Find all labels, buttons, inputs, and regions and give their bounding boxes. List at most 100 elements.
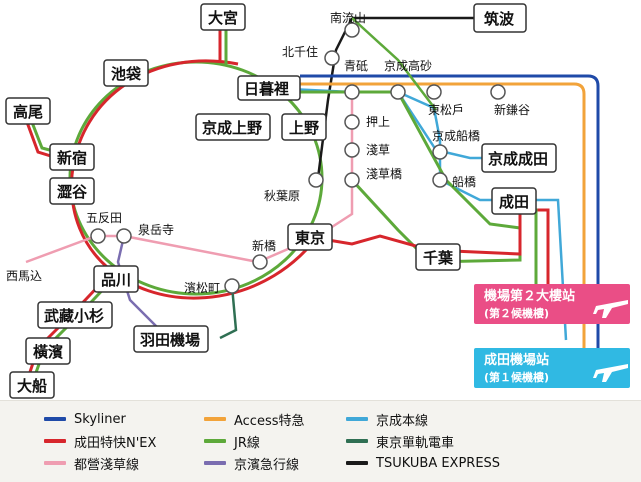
station-haneda[interactable]: 羽田機場 <box>133 325 209 353</box>
station-dot-keisei-takasago[interactable] <box>390 84 406 100</box>
station-dot-kitasenju[interactable] <box>324 50 340 66</box>
label-higashimatsudo: 東松戶 <box>428 103 464 117</box>
station-omiya[interactable]: 大宮 <box>200 3 246 31</box>
legend-swatch <box>44 461 66 465</box>
legend-item-skyliner: Skyliner <box>44 409 126 429</box>
label-asakusa: 淺草 <box>366 143 390 157</box>
station-ofuna[interactable]: 大船 <box>9 371 55 399</box>
legend-swatch <box>346 439 368 443</box>
legend-label: 京濱急行線 <box>234 457 300 473</box>
label-keisei-takasago: 京成高砂 <box>384 58 432 73</box>
legend-swatch <box>346 417 368 421</box>
svg-text:池袋: 池袋 <box>111 65 142 83</box>
label-nishimagome: 西馬込 <box>6 269 42 283</box>
line-legend: Skyliner Access特急 京成本線 成田特快N'EX JR線 東京單軌… <box>0 400 641 482</box>
station-takao[interactable]: 高尾 <box>5 97 51 125</box>
legend-label: TSUKUBA EXPRESS <box>376 455 501 471</box>
label-aoto: 青砥 <box>344 59 368 73</box>
label-oshiage: 押上 <box>366 115 390 129</box>
jr-east-line <box>300 90 522 264</box>
svg-text:(第１候機樓): (第１候機樓) <box>484 370 549 384</box>
station-chiba[interactable]: 千葉 <box>415 243 461 271</box>
legend-label: 京成本線 <box>376 413 429 429</box>
station-yokohama[interactable]: 橫濱 <box>25 337 71 365</box>
svg-text:上野: 上野 <box>289 119 319 137</box>
jr-joban-line <box>351 17 437 111</box>
svg-text:千葉: 千葉 <box>423 249 454 267</box>
station-shibuya[interactable]: 澀谷 <box>49 177 95 205</box>
asakusa-line <box>25 92 354 264</box>
legend-label: 成田特快N'EX <box>74 435 157 451</box>
svg-text:(第２候機樓): (第２候機樓) <box>484 306 549 320</box>
airport-terminal-1[interactable]: 成田機場站 (第１候機樓) <box>474 348 630 388</box>
legend-label: 都營淺草線 <box>74 457 140 473</box>
station-dot-oshiage[interactable] <box>344 114 360 130</box>
station-musashikosugi[interactable]: 武藏小杉 <box>37 301 113 329</box>
svg-text:大宮: 大宮 <box>208 9 238 27</box>
label-kitasenju: 北千住 <box>282 45 318 59</box>
station-dot-hamamatsucho[interactable] <box>224 278 240 294</box>
svg-text:京成成田: 京成成田 <box>488 150 548 168</box>
label-minaminagareyama: 南流山 <box>330 10 366 25</box>
station-dot-aoto[interactable] <box>344 84 360 100</box>
station-tsukuba[interactable]: 筑波 <box>473 3 527 33</box>
station-dot-sengakuji[interactable] <box>116 228 132 244</box>
svg-text:橫濱: 橫濱 <box>33 343 63 361</box>
station-dot-asakusa[interactable] <box>344 142 360 158</box>
station-nippori[interactable]: 日暮裡 <box>237 75 301 101</box>
station-dot-shinbashi[interactable] <box>252 254 268 270</box>
label-keisei-funabashi: 京成船橋 <box>432 129 480 143</box>
station-keisei-narita[interactable]: 京成成田 <box>481 143 557 173</box>
access-express-line <box>300 82 586 360</box>
station-ikebukuro[interactable]: 池袋 <box>103 59 149 87</box>
station-keisei-ueno[interactable]: 京成上野 <box>195 113 271 141</box>
label-shinbashi: 新橋 <box>252 238 276 253</box>
skyliner-line <box>300 74 600 360</box>
station-dot-gotanda[interactable] <box>90 228 106 244</box>
label-akihabara: 秋葉原 <box>264 189 300 203</box>
legend-swatch <box>44 417 66 421</box>
station-shinagawa[interactable]: 品川 <box>93 265 139 293</box>
legend-swatch <box>204 439 226 443</box>
label-sengakuji: 泉岳寺 <box>138 223 174 237</box>
route-map: 南流山 北千住 青砥 京成高砂 東松戶 新鎌谷 押上 淺草 淺草橋 京成船橋 船… <box>5 3 630 399</box>
svg-text:大船: 大船 <box>17 377 47 395</box>
station-tokyo[interactable]: 東京 <box>287 223 333 251</box>
svg-text:成田機場站: 成田機場站 <box>484 352 549 368</box>
svg-text:高尾: 高尾 <box>13 103 43 121</box>
label-gotanda: 五反田 <box>86 211 122 225</box>
jr-yokohama-line <box>30 278 114 385</box>
legend-item-keikyu: 京濱急行線 <box>204 453 299 473</box>
station-dot-keisei-funabashi[interactable] <box>432 144 448 160</box>
label-shinkamagaya: 新鎌谷 <box>494 102 530 117</box>
legend-label: JR線 <box>234 435 260 451</box>
legend-label: Access特急 <box>234 413 305 429</box>
station-dot-minaminagareyama[interactable] <box>344 22 360 38</box>
nex-east-line <box>315 210 522 256</box>
station-narita[interactable]: 成田 <box>491 187 537 215</box>
station-ueno[interactable]: 上野 <box>281 113 327 141</box>
legend-swatch <box>44 439 66 443</box>
svg-text:澀谷: 澀谷 <box>57 183 88 201</box>
airport-terminal-2[interactable]: 機場第２大樓站 (第２候機樓) <box>474 284 630 324</box>
station-dot-asakusabashi[interactable] <box>344 172 360 188</box>
svg-text:成田: 成田 <box>499 193 529 211</box>
station-dot-funabashi[interactable] <box>432 172 448 188</box>
station-shinjuku[interactable]: 新宿 <box>49 143 95 171</box>
station-dot-shinkamagaya[interactable] <box>490 84 506 100</box>
label-hamamatsucho: 濱松町 <box>184 281 220 295</box>
legend-item-tsukuba-express: TSUKUBA EXPRESS <box>346 453 500 473</box>
station-dot-akihabara[interactable] <box>308 172 324 188</box>
station-dot-higashimatsudo[interactable] <box>426 84 442 100</box>
legend-label: Skyliner <box>74 411 126 427</box>
airplane-icon <box>593 300 628 318</box>
svg-text:日暮裡: 日暮裡 <box>244 80 289 98</box>
legend-item-asakusa: 都營淺草線 <box>44 453 139 473</box>
svg-text:東京: 東京 <box>295 229 325 247</box>
svg-text:羽田機場: 羽田機場 <box>140 331 200 349</box>
legend-item-monorail: 東京單軌電車 <box>346 431 454 451</box>
label-funabashi: 船橋 <box>452 175 476 189</box>
legend-item-keisei-main: 京成本線 <box>346 409 428 429</box>
legend-item-access: Access特急 <box>204 409 305 429</box>
nex-yokohama-line <box>24 276 108 385</box>
